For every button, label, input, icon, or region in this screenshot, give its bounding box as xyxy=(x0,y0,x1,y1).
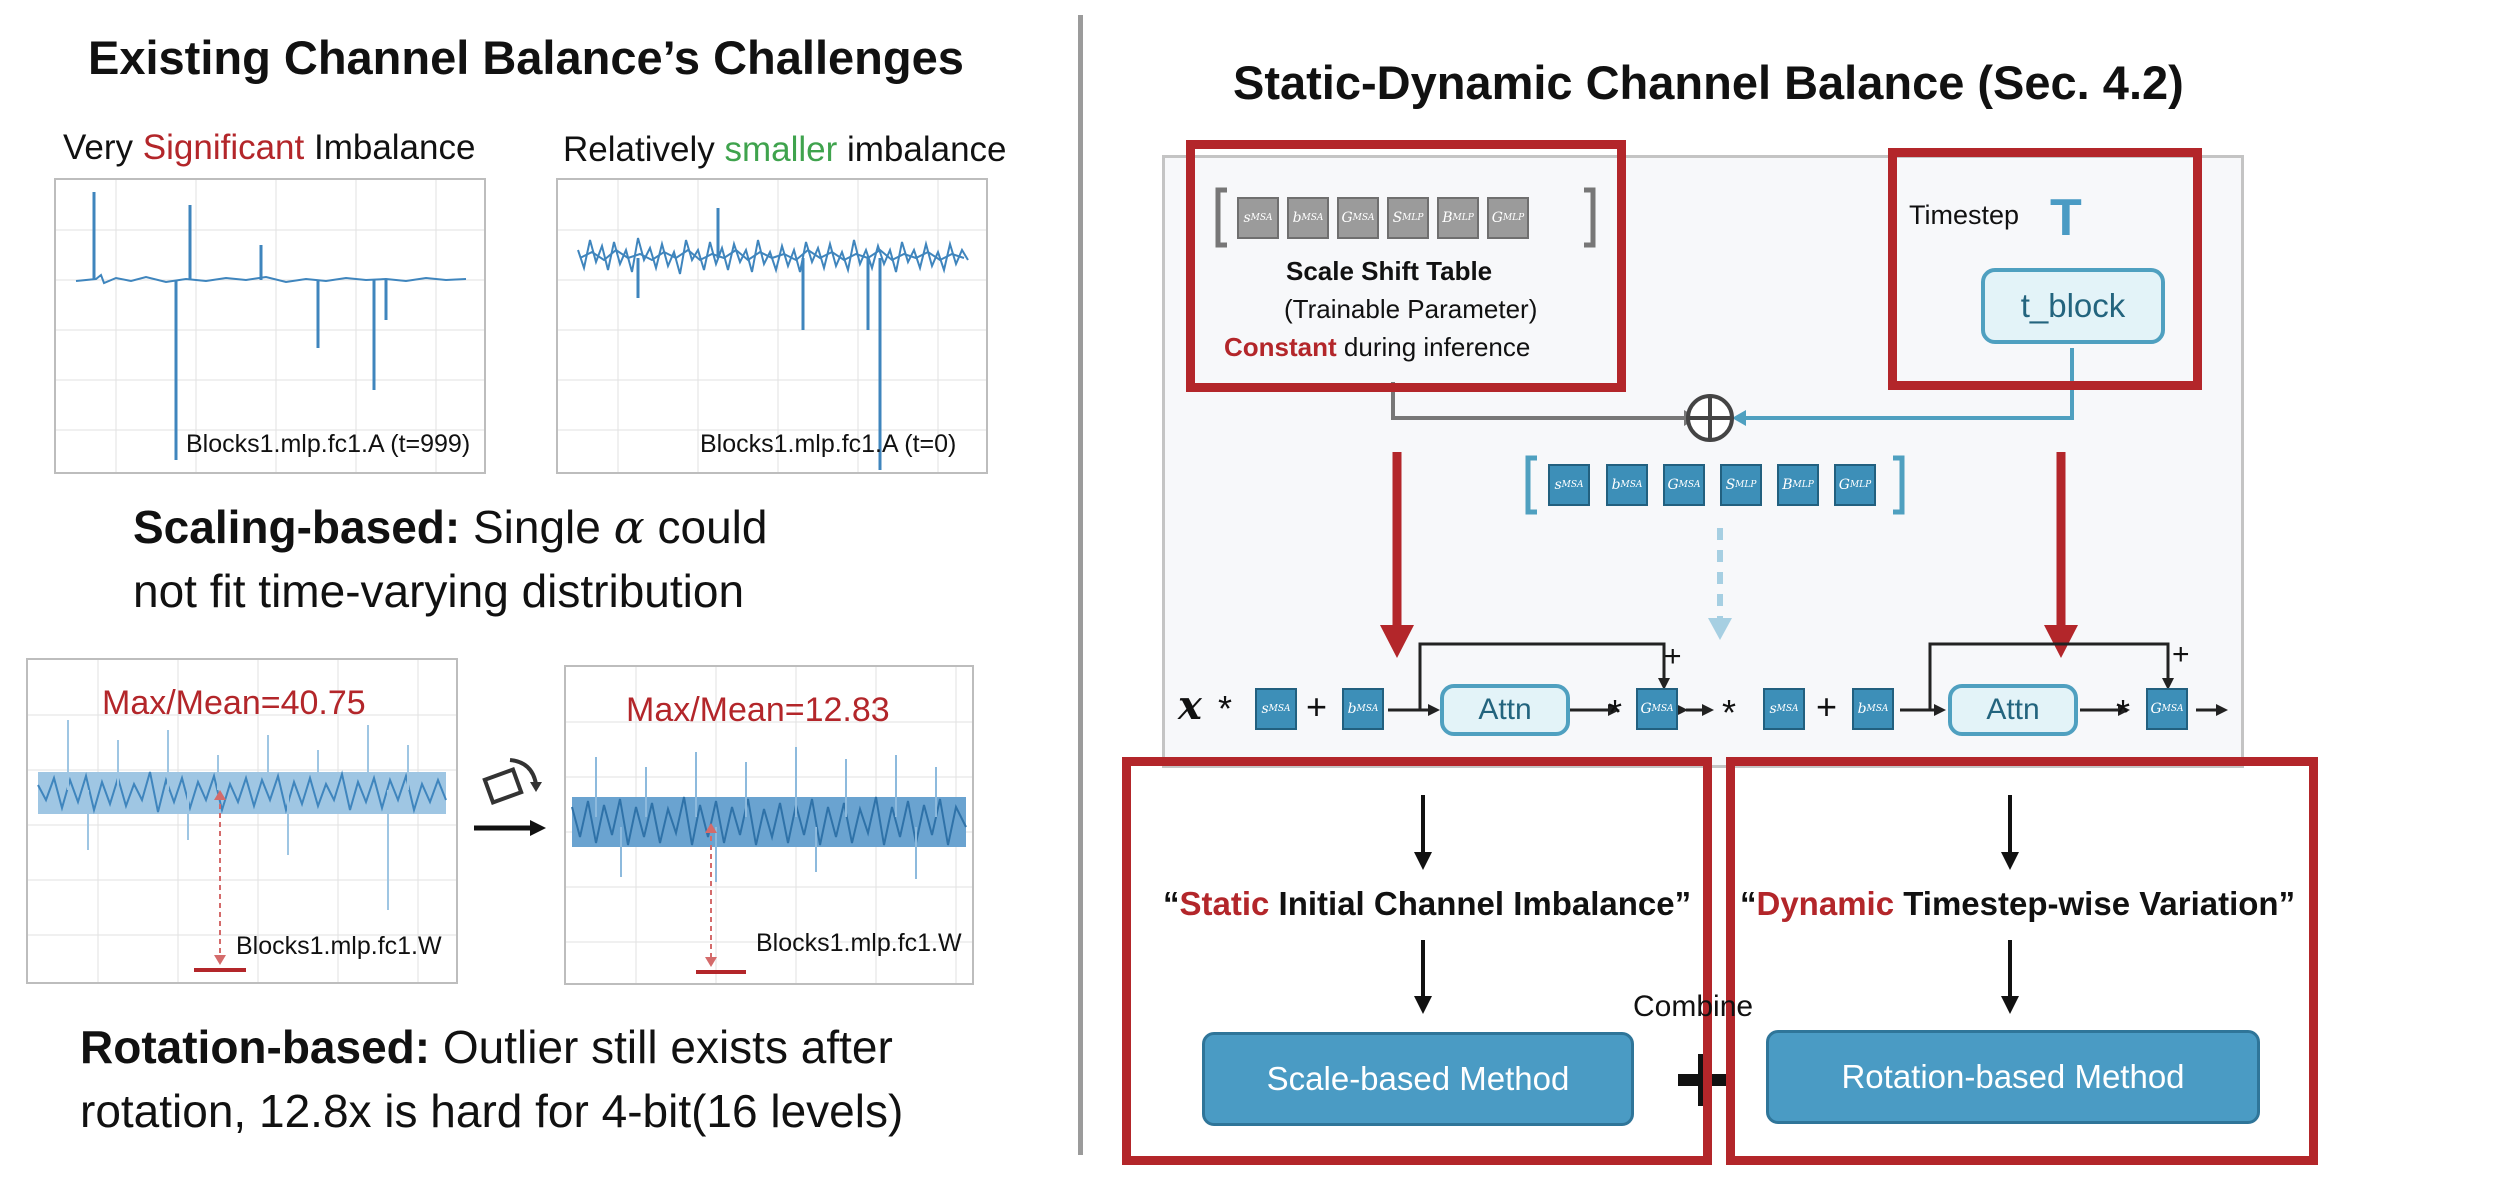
left-title: Existing Channel Balance’s Challenges xyxy=(88,31,964,84)
activation-plot-t999: Blocks1.mlp.fc1.A (t=999) xyxy=(54,178,486,474)
residual-plus-2: + xyxy=(2172,638,2190,671)
right-title: Static-Dynamic Channel Balance (Sec. 4.2… xyxy=(1233,56,2184,109)
timestep-box xyxy=(1888,148,2202,390)
weight-plot-after-svg xyxy=(566,667,972,983)
panel-divider xyxy=(1078,15,1083,1155)
plot1-label: Blocks1.mlp.fc1.A (t=999) xyxy=(186,430,471,458)
weight-plot-before-svg xyxy=(28,660,456,982)
rotate-icon xyxy=(474,758,546,836)
plot3-maxmean: Max/Mean=40.75 xyxy=(102,684,366,722)
scale-shift-table-param: (Trainable Parameter) xyxy=(1284,294,1538,324)
plot4-label: Blocks1.mlp.fc1.W xyxy=(756,929,962,957)
activation-plot-t999-svg xyxy=(56,180,484,472)
plot3-label: Blocks1.mlp.fc1.W xyxy=(236,932,442,960)
plot1-caption: Very Significant Imbalance xyxy=(63,128,476,167)
scale-shift-table-const: Constant during inference xyxy=(1224,332,1531,362)
pipeline-star-4: * xyxy=(2116,692,2131,733)
t-block: t_block xyxy=(1981,268,2165,344)
pipeline-plus-1: + xyxy=(1306,686,1328,727)
pipeline-x: x xyxy=(1178,682,1202,729)
attn-block-1: Attn xyxy=(1440,684,1570,736)
attn-block-2: Attn xyxy=(1948,684,2078,736)
pipeline-star-2: * xyxy=(1608,692,1623,733)
static-quote: “Static Initial Channel Imbalance” xyxy=(1163,885,1692,922)
activation-plot-t0-svg xyxy=(558,180,986,472)
combine-label: Combine xyxy=(1633,990,1754,1023)
rotation-based-method: Rotation-based Method xyxy=(1766,1030,2260,1124)
plot2-label: Blocks1.mlp.fc1.A (t=0) xyxy=(700,430,957,458)
scale-shift-table-name: Scale Shift Table xyxy=(1286,256,1493,286)
weight-plot-after-rotation: Max/Mean=12.83 Blocks1.mlp.fc1.W xyxy=(564,665,974,985)
timestep-symbol: T xyxy=(2050,189,2082,247)
weight-plot-before-rotation: Max/Mean=40.75 Blocks1.mlp.fc1.W xyxy=(26,658,458,984)
scale-shift-table-box xyxy=(1186,140,1626,392)
activation-plot-t0: Blocks1.mlp.fc1.A (t=0) xyxy=(556,178,988,474)
dynamic-quote: “Dynamic Timestep-wise Variation” xyxy=(1740,885,2296,922)
static-box xyxy=(1122,757,1712,1165)
pipeline-plus-2: + xyxy=(1816,686,1838,727)
scaling-statement: Scaling-based: Single α could not fit ti… xyxy=(133,500,768,617)
scale-based-method: Scale-based Method xyxy=(1202,1032,1634,1126)
dynamic-box xyxy=(1726,757,2318,1165)
pipeline-star-3: * xyxy=(1722,692,1737,733)
timestep-label: Timestep xyxy=(1909,200,2020,230)
rotation-statement: Rotation-based: Outlier still exists aft… xyxy=(80,1021,904,1137)
residual-plus-1: + xyxy=(1664,640,1682,673)
pipeline-star-1: * xyxy=(1218,688,1233,729)
plot2-caption: Relatively smaller imbalance xyxy=(563,130,1007,169)
plot4-maxmean: Max/Mean=12.83 xyxy=(626,691,890,729)
